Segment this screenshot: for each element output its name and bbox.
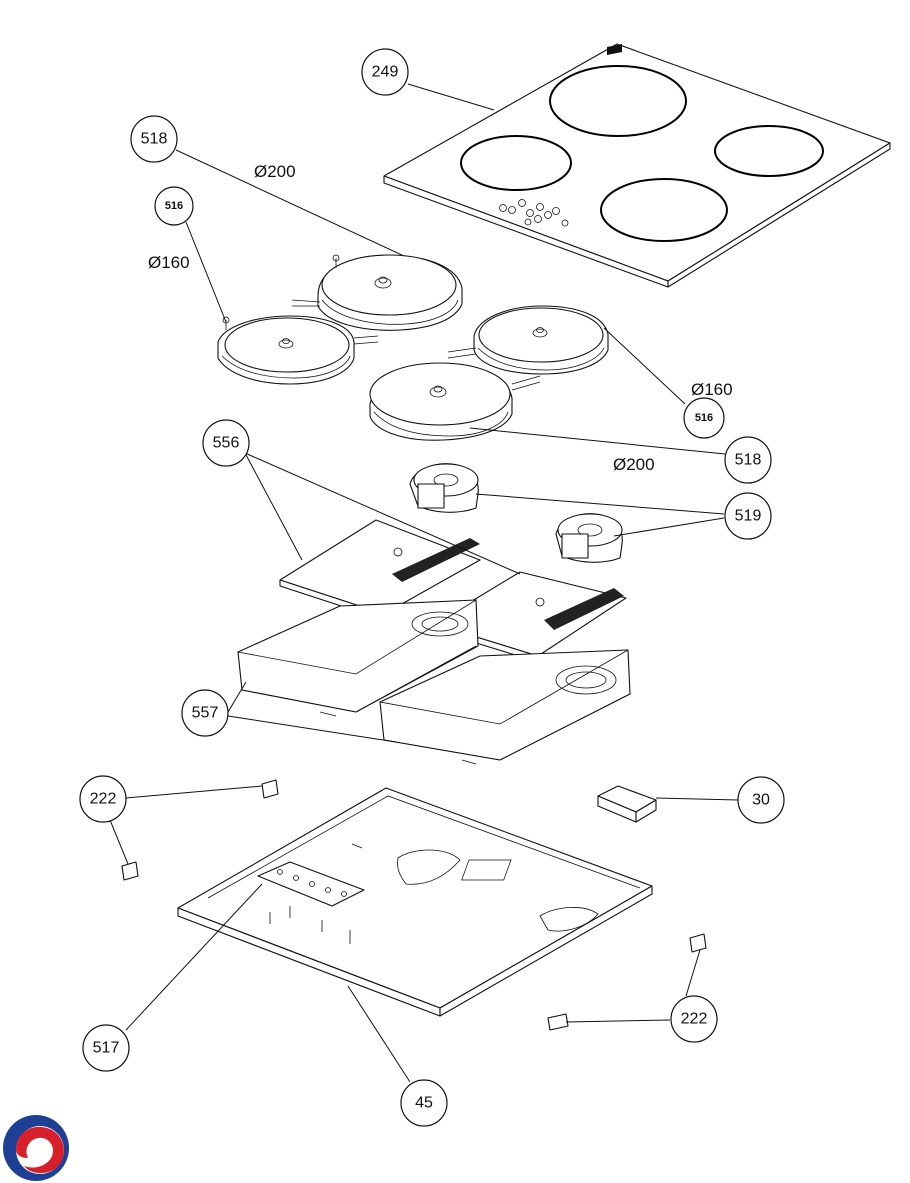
callout-557: 557	[181, 689, 229, 737]
bracket-222-a	[261, 779, 279, 799]
callout-30: 30	[737, 776, 785, 824]
callout-518-right-text: 518	[735, 452, 762, 469]
callout-518-top: 518	[130, 115, 178, 163]
callout-45-text: 45	[415, 1095, 433, 1112]
callout-518-top-text: 518	[141, 131, 168, 148]
callout-516-right-text: 516	[695, 412, 713, 424]
callout-517-text: 517	[93, 1040, 120, 1057]
bracket-222-d	[547, 1013, 569, 1031]
hotplate-160-right	[447, 305, 609, 375]
callout-519: 519	[724, 492, 772, 540]
callout-557-text: 557	[192, 705, 219, 722]
hotplate-160-left	[217, 315, 379, 385]
bracket-222-b	[121, 861, 139, 881]
callout-222-right: 222	[670, 995, 718, 1043]
callout-516-left: 516	[154, 186, 194, 226]
hotplate-200-front	[369, 362, 541, 441]
callout-556: 556	[202, 419, 250, 467]
cooling-fan-back	[409, 463, 479, 513]
control-pcb-517	[257, 861, 365, 944]
callout-516-left-text: 516	[165, 200, 183, 212]
bracket-222-c	[689, 933, 707, 953]
callout-518-right: 518	[724, 436, 772, 484]
callout-249: 249	[361, 48, 409, 96]
cooling-fan-front	[555, 513, 623, 563]
callout-222-right-text: 222	[681, 1011, 708, 1028]
touch-controls	[499, 199, 569, 227]
module-housing-left	[237, 599, 479, 717]
callout-517: 517	[82, 1024, 130, 1072]
dimension-160-right: Ø160	[691, 380, 733, 399]
hotplate-200-back	[291, 254, 463, 331]
bottom-chassis-45	[177, 787, 653, 1017]
dimension-160-left: Ø160	[148, 253, 190, 272]
glass-cooktop-249	[383, 43, 891, 288]
callout-249-text: 249	[372, 64, 399, 81]
callout-30-text: 30	[752, 792, 770, 809]
callout-45: 45	[400, 1079, 448, 1127]
callout-222-left-text: 222	[90, 791, 117, 808]
callout-222-left: 222	[79, 775, 127, 823]
callout-516-right: 516	[683, 397, 725, 439]
leader-lines	[109, 83, 739, 1083]
dimension-200-front: Ø200	[613, 455, 655, 474]
dimension-200-back: Ø200	[254, 162, 296, 181]
callout-519-text: 519	[735, 508, 762, 525]
terminal-block-30	[597, 785, 657, 823]
callout-556-text: 556	[213, 435, 240, 452]
brand-logo	[3, 1115, 69, 1181]
